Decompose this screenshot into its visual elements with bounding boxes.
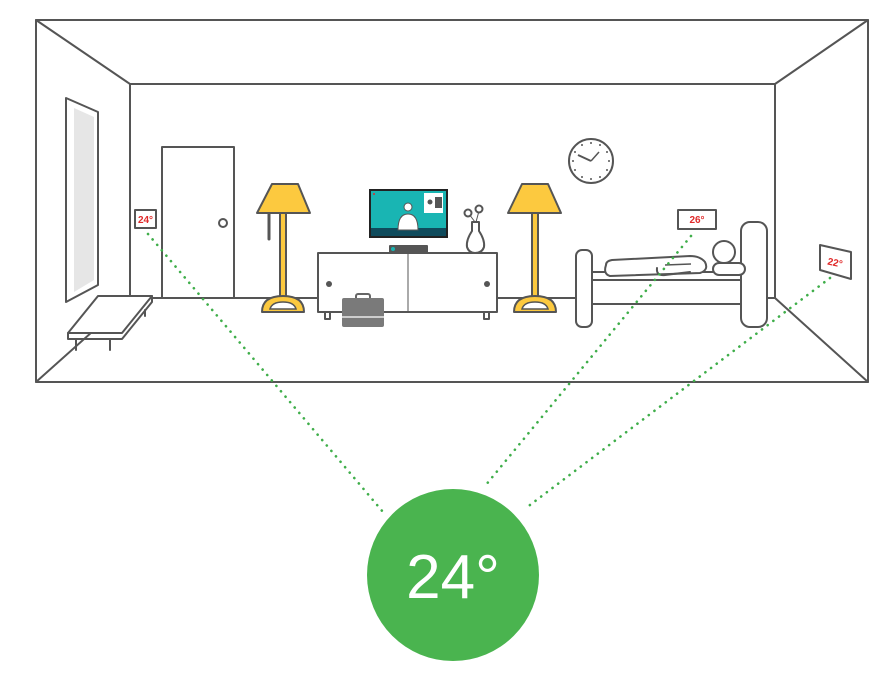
sensor-connections [146, 232, 832, 514]
sensor-right-wall: 22° [819, 244, 852, 280]
sleeping-person [604, 240, 746, 277]
average-temperature-value: 24° [406, 543, 500, 612]
average-temperature-badge: 24° [367, 489, 539, 661]
television [369, 189, 448, 238]
sensor-left-wall: 24° [134, 209, 157, 229]
window [65, 97, 99, 303]
bed [575, 221, 768, 328]
set-top-box [389, 245, 428, 253]
room-outline [35, 19, 869, 383]
floor-lamp-right [507, 183, 562, 313]
briefcase [342, 293, 384, 327]
sensor-bed-reading: 26° [689, 215, 704, 226]
sensor-above-bed: 26° [677, 209, 717, 230]
connection-bed [483, 234, 693, 488]
floor-lamp-left [256, 183, 311, 313]
sensor-right-reading: 22° [826, 257, 843, 271]
door [161, 146, 235, 299]
door-knob [218, 218, 228, 228]
flower-vase [463, 204, 486, 254]
sensor-left-reading: 24° [138, 215, 153, 226]
connection-right [524, 276, 832, 510]
bench [67, 295, 153, 351]
wall-clock [568, 138, 614, 184]
